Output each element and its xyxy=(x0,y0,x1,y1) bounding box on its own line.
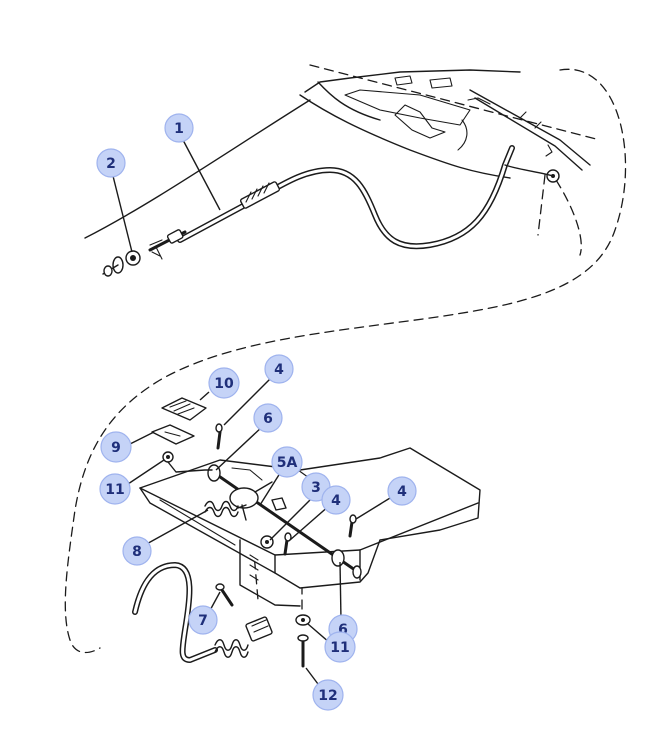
callout-6-bottom-label: 6 xyxy=(338,622,348,638)
callout-2: 2 xyxy=(96,148,126,178)
callout-7-label: 7 xyxy=(198,613,208,629)
callout-10-label: 10 xyxy=(214,376,234,392)
callout-7: 7 xyxy=(188,605,218,635)
callout-11-left-label: 11 xyxy=(105,482,124,498)
callout-4-right: 4 xyxy=(387,476,417,506)
callout-9: 9 xyxy=(100,431,132,463)
callouts: 1 2 10 4 6 9 11 5A xyxy=(96,113,417,711)
body-panel xyxy=(84,69,591,239)
callout-11-bottom: 11 xyxy=(324,631,356,663)
callout-11-bottom-label: 11 xyxy=(330,640,349,656)
callout-4-right-label: 4 xyxy=(397,484,407,500)
spring-8 xyxy=(204,500,247,518)
callout-4-top: 4 xyxy=(264,354,294,384)
callout-4-mid-label: 4 xyxy=(331,493,341,509)
parts-9-10-11 xyxy=(151,397,213,473)
callout-8-label: 8 xyxy=(132,544,142,560)
callout-6-top-label: 6 xyxy=(263,411,273,427)
callout-1: 1 xyxy=(164,113,194,143)
lower-hardware-11-12 xyxy=(295,614,311,668)
throttle-cable-lower xyxy=(132,562,273,663)
callout-9-label: 9 xyxy=(111,440,121,456)
callout-10: 10 xyxy=(208,367,240,399)
callout-3-label: 3 xyxy=(311,480,321,496)
lever-5a xyxy=(229,481,287,521)
leader-lines xyxy=(112,139,396,689)
callout-4-top-label: 4 xyxy=(274,362,284,378)
throttle-cable-upper xyxy=(148,145,554,260)
part-3 xyxy=(260,535,274,549)
callout-12-label: 12 xyxy=(318,688,337,704)
part-2-hardware xyxy=(102,250,141,277)
callout-5a: 5A xyxy=(271,446,303,478)
callout-8: 8 xyxy=(122,536,152,566)
callout-11-left: 11 xyxy=(99,473,131,505)
callout-1-label: 1 xyxy=(174,121,184,137)
callout-4-mid: 4 xyxy=(321,485,351,515)
callout-2-label: 2 xyxy=(106,156,116,172)
callout-12: 12 xyxy=(312,679,344,711)
callout-6-top: 6 xyxy=(253,403,283,433)
pins-4 xyxy=(215,423,357,556)
callout-5a-label: 5A xyxy=(277,455,298,471)
